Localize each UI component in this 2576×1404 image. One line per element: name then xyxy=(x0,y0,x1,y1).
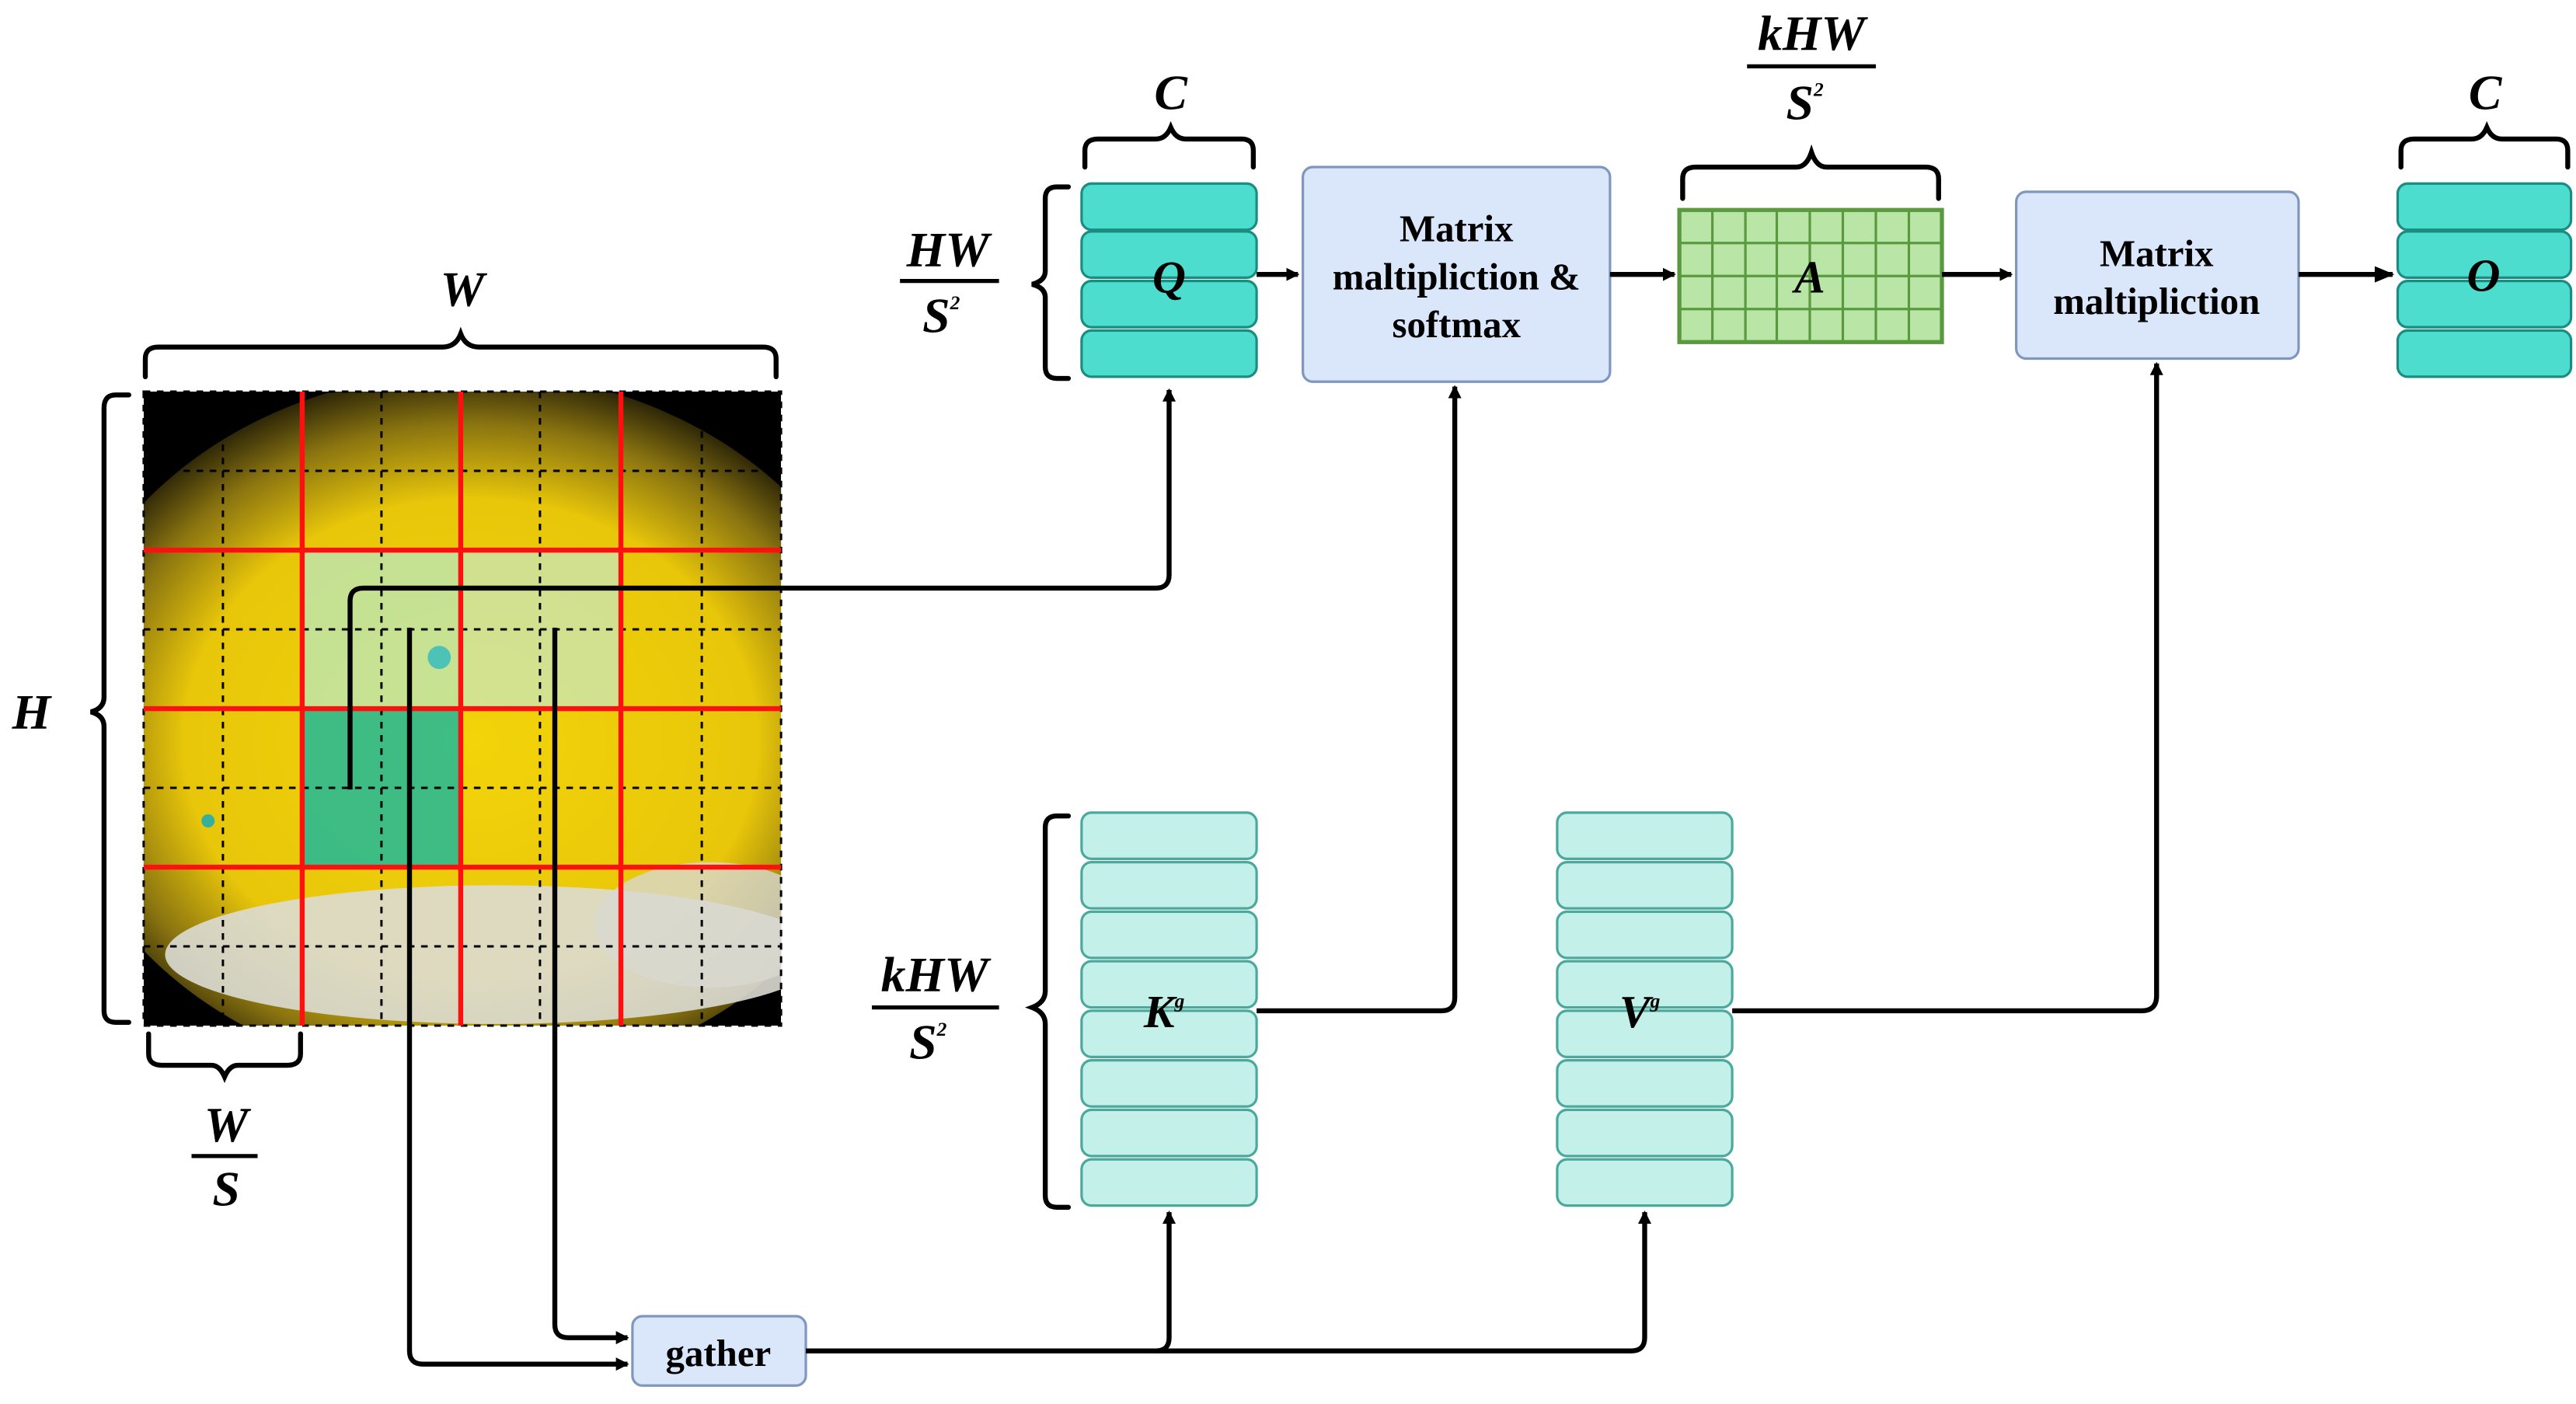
input-image xyxy=(143,392,782,1026)
region-width-numerator: W xyxy=(204,1097,252,1152)
region-width-denominator: S xyxy=(212,1162,239,1217)
output-channel-label: C xyxy=(2469,65,2503,120)
gather-box: gather xyxy=(631,1315,807,1387)
query-stack: Q xyxy=(1080,182,1258,378)
arrow-v-to-matmul xyxy=(1732,361,2163,1014)
query-rows-fraction: HW S2 xyxy=(900,222,999,343)
value-label: Vg xyxy=(1619,986,1661,1037)
key-rows-denominator: S2 xyxy=(909,1015,946,1070)
matmul-line2: maltipliction xyxy=(2053,280,2260,322)
image-width-label: W xyxy=(441,262,488,317)
query-rows-numerator: HW xyxy=(906,222,993,277)
key-rows-exponent: 2 xyxy=(936,1018,947,1040)
image-height-label: H xyxy=(12,685,53,740)
value-stack: Vg xyxy=(1556,811,1734,1207)
output-stack: O xyxy=(2396,182,2573,378)
brace-lines xyxy=(89,120,2571,1210)
key-stack: Kg xyxy=(1080,811,1258,1207)
matmul-line1: Matrix xyxy=(2100,232,2214,275)
value-superscript: g xyxy=(1650,990,1661,1012)
matmul-softmax-line1: Matrix xyxy=(1400,207,1514,250)
matmul-box: Matrix maltipliction xyxy=(2015,190,2300,361)
attention-cols-denominator: S2 xyxy=(1786,75,1824,130)
arrow-k-to-matmul xyxy=(1257,385,1462,1014)
attention-matrix: A xyxy=(1677,207,1944,344)
gather-label: gather xyxy=(666,1332,772,1374)
arrow-image-to-q xyxy=(347,388,1176,790)
key-label: Kg xyxy=(1143,986,1185,1037)
region-width-fraction: W S xyxy=(191,1097,258,1217)
key-superscript: g xyxy=(1174,990,1185,1012)
query-rows-denominator: S2 xyxy=(922,288,960,343)
query-rows-exponent: 2 xyxy=(950,291,960,314)
attention-cols-numerator: kHW xyxy=(1758,5,1868,61)
arrow-gather-to-k xyxy=(806,1211,1176,1353)
attention-cols-exponent: 2 xyxy=(1813,78,1824,101)
connectors xyxy=(347,266,2395,1371)
region-grid xyxy=(143,392,782,1026)
output-label: O xyxy=(2467,249,2501,301)
query-channel-label: C xyxy=(1154,65,1188,120)
arrow-region1-to-gather xyxy=(406,627,629,1371)
key-rows-numerator: kHW xyxy=(881,946,992,1002)
key-rows-fraction: kHW S2 xyxy=(872,946,999,1069)
matmul-softmax-line3: softmax xyxy=(1392,303,1521,346)
query-label: Q xyxy=(1152,252,1186,303)
arrow-region2-to-gather xyxy=(552,627,629,1345)
attention-cols-fraction: kHW S2 xyxy=(1747,5,1876,130)
arrow-gather-to-v xyxy=(1156,1211,1651,1353)
matmul-softmax-box: Matrix maltipliction & softmax xyxy=(1302,165,1612,383)
attention-label: A xyxy=(1791,252,1825,303)
matmul-softmax-line2: maltipliction & xyxy=(1333,255,1581,298)
